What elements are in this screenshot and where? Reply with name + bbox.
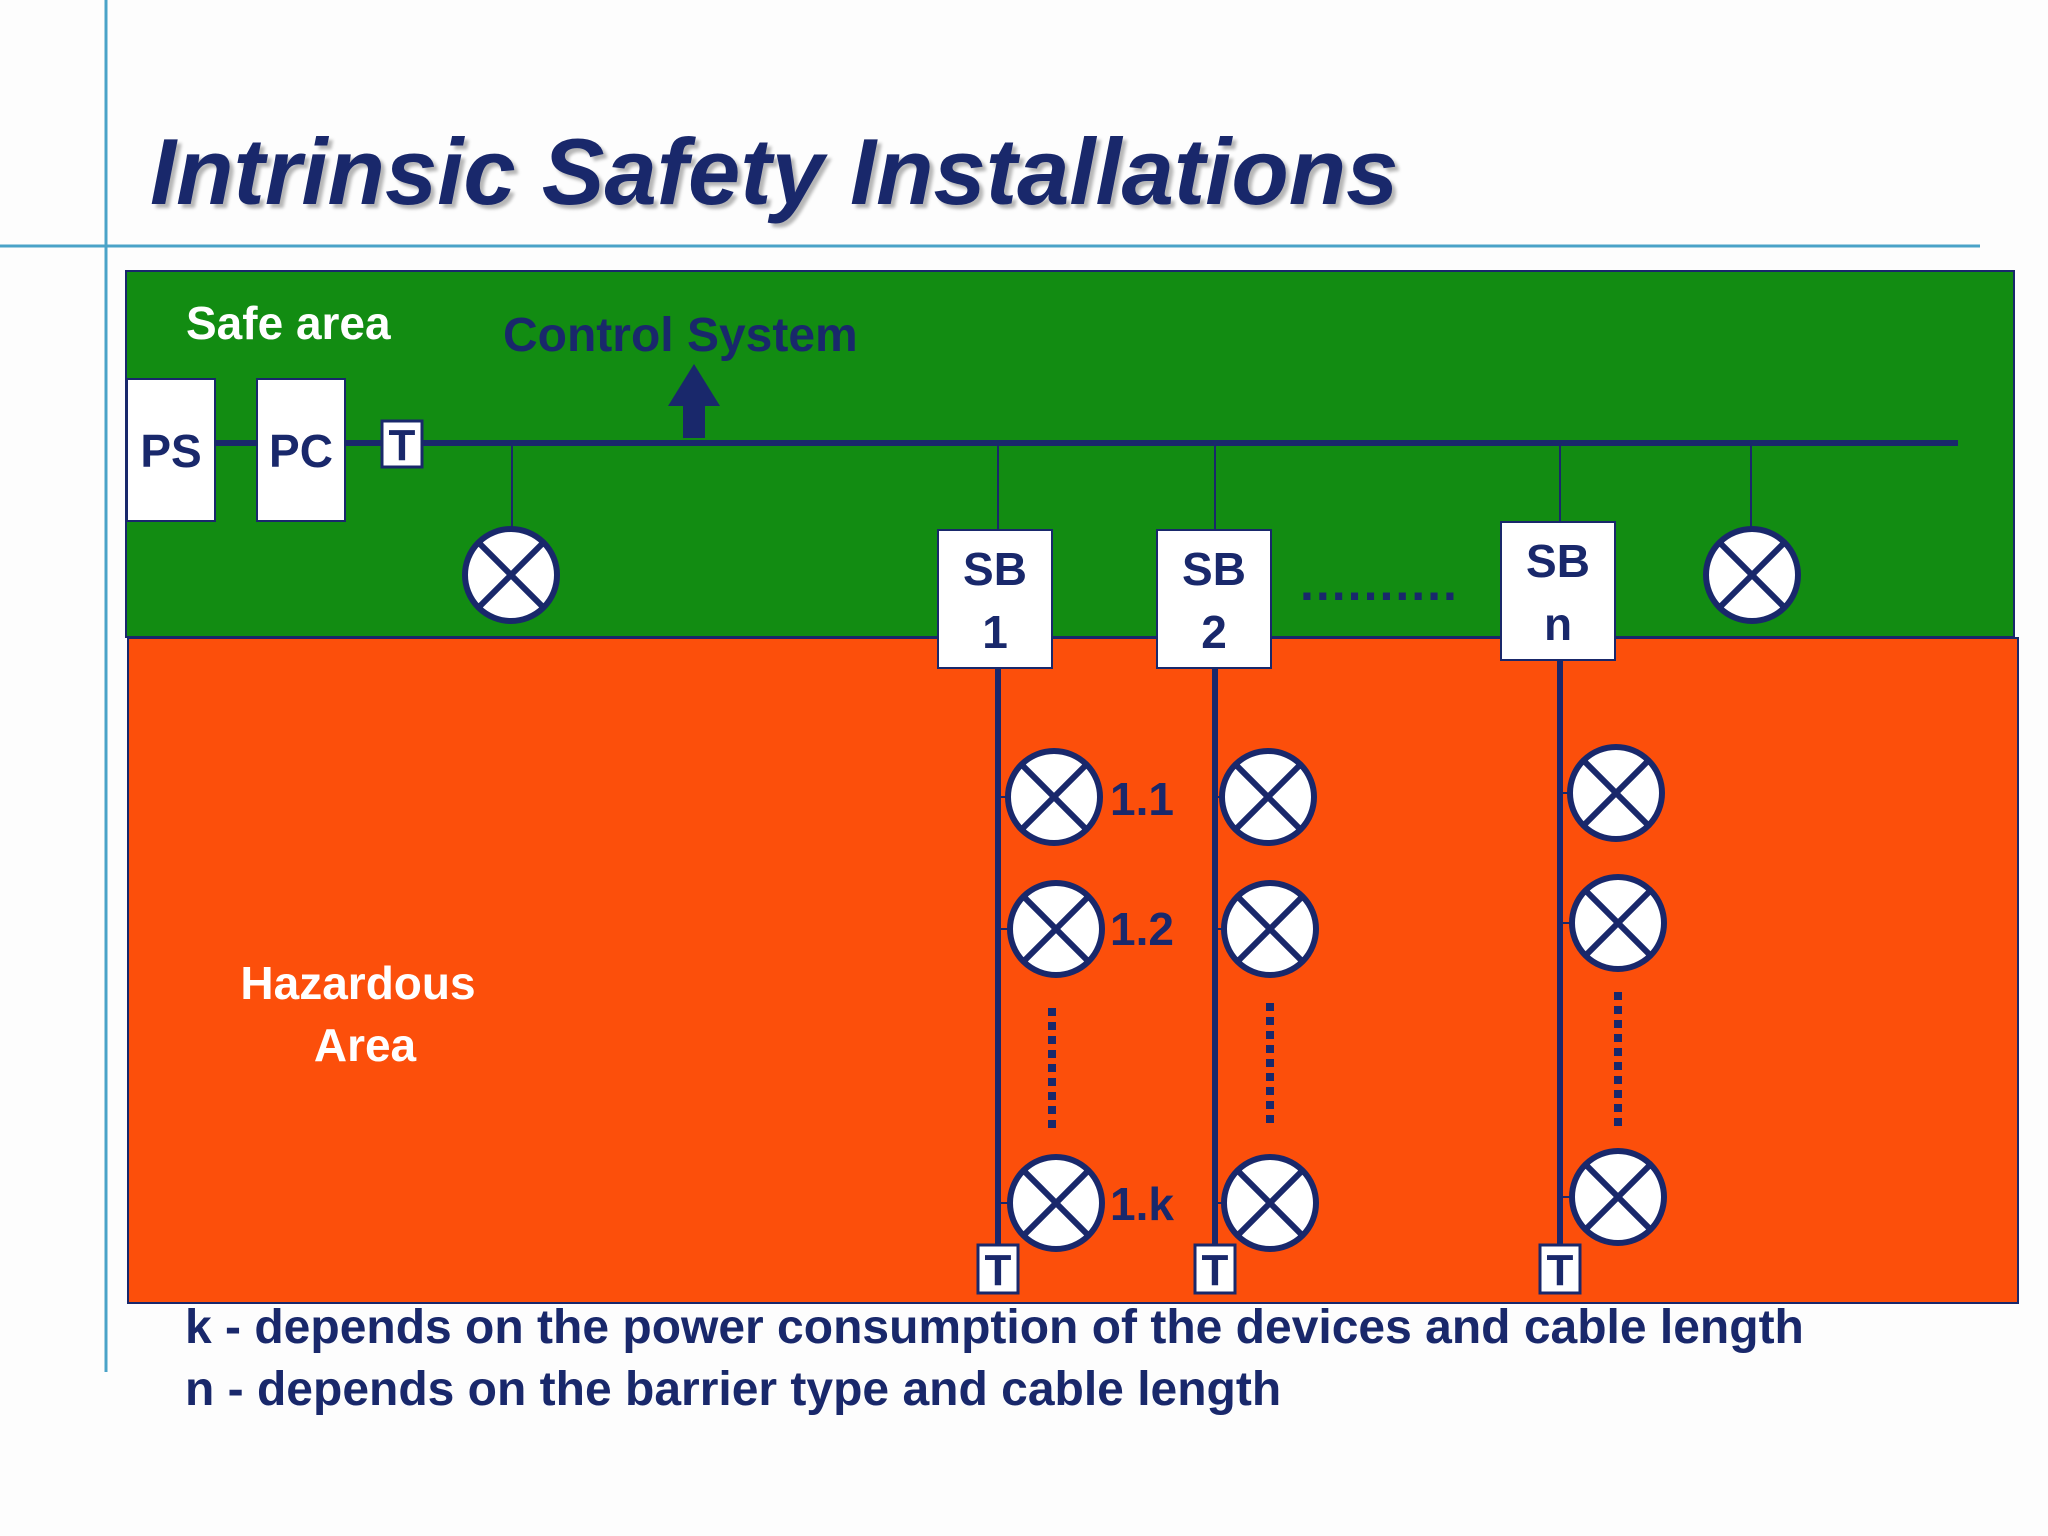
note-n: n - depends on the barrier type and cabl… <box>185 1363 1282 1416</box>
safety-barrier-n: SB n <box>1500 521 1616 661</box>
ellipsis-dot <box>1048 1022 1056 1030</box>
slide-title: Intrinsic Safety Installations <box>150 119 1399 224</box>
ellipsis-dot <box>1048 1050 1056 1058</box>
ellipsis-dot <box>1266 1003 1274 1011</box>
safety-barrier-n-line1: SB <box>1526 535 1590 587</box>
safety-barrier-2: SB 2 <box>1156 529 1272 669</box>
hazardous-area-label-line2: Area <box>314 1019 417 1071</box>
lamp-n-1-icon <box>1567 744 1665 842</box>
ellipsis-dot <box>1266 1087 1274 1095</box>
power-supply-box: PS <box>126 378 216 522</box>
ellipsis-dot <box>1048 1120 1056 1128</box>
safety-barrier-2-line2: 2 <box>1201 606 1227 658</box>
ellipsis-dot <box>1614 1076 1622 1084</box>
ellipsis-dot <box>1266 1031 1274 1039</box>
safe-area-label: Safe area <box>186 297 391 349</box>
hazardous-area-label-line1: Hazardous <box>240 957 475 1009</box>
device-label-1-k: 1.k <box>1110 1178 1174 1230</box>
vertical-ellipsis-column-n <box>1614 992 1622 1126</box>
pc-label: PC <box>269 425 333 477</box>
terminator-branch-2: T <box>1193 1243 1237 1295</box>
ellipsis-dot <box>1266 1115 1274 1123</box>
safety-barrier-n-line2: n <box>1544 598 1572 650</box>
lamp-2-2-icon <box>1221 880 1319 978</box>
ellipsis-dot <box>1614 1104 1622 1112</box>
ellipsis-dot <box>1048 1106 1056 1114</box>
ellipsis-dot <box>1614 992 1622 1000</box>
lamp-1-k-icon <box>1007 1154 1105 1252</box>
ellipsis-dot <box>1048 1078 1056 1086</box>
ellipsis-dot <box>1266 1017 1274 1025</box>
ellipsis-dot <box>1266 1101 1274 1109</box>
lamp-safe-area-left-icon <box>462 526 560 624</box>
ellipsis-dot <box>1266 1045 1274 1053</box>
vertical-ellipsis-column-1 <box>1048 1008 1056 1128</box>
ps-label: PS <box>140 425 201 477</box>
terminator-branch-1: T <box>976 1243 1020 1295</box>
ellipsis-dot <box>1614 1034 1622 1042</box>
ellipsis-dot <box>1614 1090 1622 1098</box>
ellipsis-dot <box>1614 1048 1622 1056</box>
ellipsis-dot <box>1048 1036 1056 1044</box>
safety-barrier-1-line2: 1 <box>982 606 1008 658</box>
ellipsis-dot <box>1048 1008 1056 1016</box>
note-k: k - depends on the power consumption of … <box>185 1301 1804 1354</box>
device-label-1-1: 1.1 <box>1110 773 1174 825</box>
bus-terminator-label: T <box>389 421 416 470</box>
lamp-2-k-icon <box>1221 1154 1319 1252</box>
safe-area <box>125 270 2015 638</box>
lamp-symbols <box>462 526 1801 1252</box>
lamp-1-1-icon <box>1005 748 1103 846</box>
barrier-ellipsis: .......... <box>1300 555 1459 611</box>
safety-barrier-2-line1: SB <box>1182 543 1246 595</box>
device-label-1-2: 1.2 <box>1110 903 1174 955</box>
terminator-label: T <box>1202 1246 1229 1295</box>
up-arrow-icon <box>668 364 720 438</box>
lamp-safe-area-right-icon <box>1703 526 1801 624</box>
ellipsis-dot <box>1614 1020 1622 1028</box>
lamp-2-1-icon <box>1219 748 1317 846</box>
ellipsis-dot <box>1614 1062 1622 1070</box>
lamp-n-k-icon <box>1569 1148 1667 1246</box>
vertical-ellipsis-column-2 <box>1266 1003 1274 1123</box>
ellipsis-dot <box>1266 1073 1274 1081</box>
lamp-1-2-icon <box>1007 880 1105 978</box>
ellipsis-dot <box>1048 1064 1056 1072</box>
safety-barrier-1-line1: SB <box>963 543 1027 595</box>
ellipsis-dot <box>1614 1118 1622 1126</box>
pc-box: PC <box>256 378 346 522</box>
safety-barrier-1: SB 1 <box>937 529 1053 669</box>
ellipsis-dot <box>1048 1092 1056 1100</box>
terminator-branch-n: T <box>1538 1243 1582 1295</box>
ellipsis-dot <box>1614 1006 1622 1014</box>
control-system-label: Control System <box>503 309 858 362</box>
terminator-label: T <box>1547 1246 1574 1295</box>
lamp-n-2-icon <box>1569 874 1667 972</box>
terminator-label: T <box>985 1246 1012 1295</box>
bus-terminator: T <box>380 419 424 470</box>
ellipsis-dot <box>1266 1059 1274 1067</box>
